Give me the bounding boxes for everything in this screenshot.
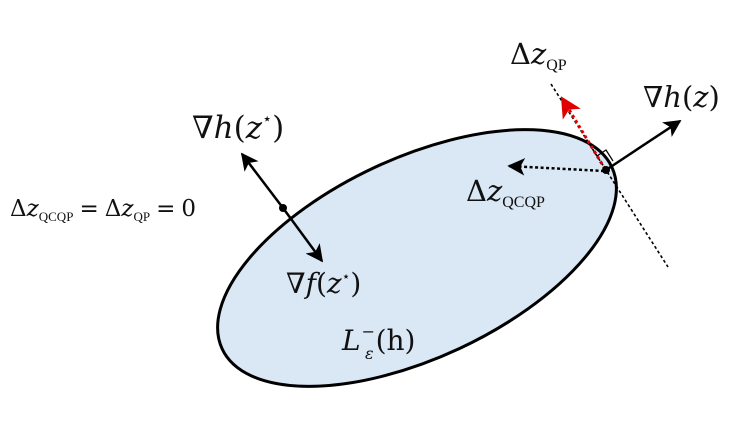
superscript-minus: − — [362, 322, 375, 341]
var-z: z — [530, 37, 547, 71]
delta-symbol: Δ — [510, 37, 531, 71]
boundary-point-z — [602, 166, 610, 174]
var-z: z — [486, 174, 503, 208]
nabla-symbol: ∇ — [192, 110, 214, 146]
qp-step-label: ΔzQP — [510, 37, 567, 74]
paren-close: ) — [709, 80, 720, 114]
delta-symbol: Δ — [10, 196, 27, 222]
var-z: z — [120, 196, 134, 222]
zero-value: 0 — [181, 196, 196, 222]
symbol-L: L — [341, 324, 361, 357]
equals-sign: = — [156, 196, 175, 222]
star-superscript: ⋆ — [342, 269, 351, 285]
subscript-qp: QP — [546, 57, 567, 74]
subscript-qp: QP — [133, 209, 150, 224]
var-z: z — [245, 110, 263, 146]
subscript-epsilon: ε — [365, 344, 374, 363]
grad-h-star-label: ∇h(z⋆) — [192, 109, 284, 146]
equals-sign: = — [79, 196, 98, 222]
qcqp-step-label: ΔzQCQP — [466, 174, 545, 211]
sublevel-set-label: L− ε(h) — [341, 322, 415, 363]
var-z: z — [26, 196, 40, 222]
fn-h: h — [214, 110, 234, 146]
nabla-symbol: ∇ — [286, 267, 306, 300]
grad-h-star-arrow — [240, 152, 284, 209]
var-z: z — [326, 267, 342, 300]
nabla-symbol: ∇ — [643, 80, 663, 114]
paren-open: ( — [316, 267, 327, 300]
paren-close: ) — [350, 267, 361, 300]
argument-h: (h) — [376, 324, 416, 357]
paren-open: ( — [682, 80, 693, 114]
grad-h-arrow — [605, 119, 682, 172]
var-z: z — [692, 80, 709, 114]
right-angle-marker — [596, 149, 614, 162]
equality-label: ΔzQCQP=ΔzQP=0 — [10, 196, 196, 224]
grad-h-label: ∇h(z) — [643, 80, 720, 114]
paren-open: ( — [234, 110, 246, 146]
fn-h: h — [663, 80, 682, 114]
optimum-point-z-star — [279, 204, 287, 212]
paren-close: ) — [272, 110, 284, 146]
qp-step-arrow — [560, 96, 607, 170]
grad-f-star-arrow — [281, 207, 324, 263]
grad-f-star-label: ∇f(z⋆) — [286, 267, 361, 300]
delta-symbol: Δ — [105, 196, 122, 222]
subscript-qcqp: QCQP — [502, 194, 545, 211]
subscript-qcqp: QCQP — [39, 209, 74, 224]
qcqp-step-arrow — [507, 158, 605, 176]
star-superscript: ⋆ — [262, 109, 272, 128]
delta-symbol: Δ — [466, 174, 487, 208]
